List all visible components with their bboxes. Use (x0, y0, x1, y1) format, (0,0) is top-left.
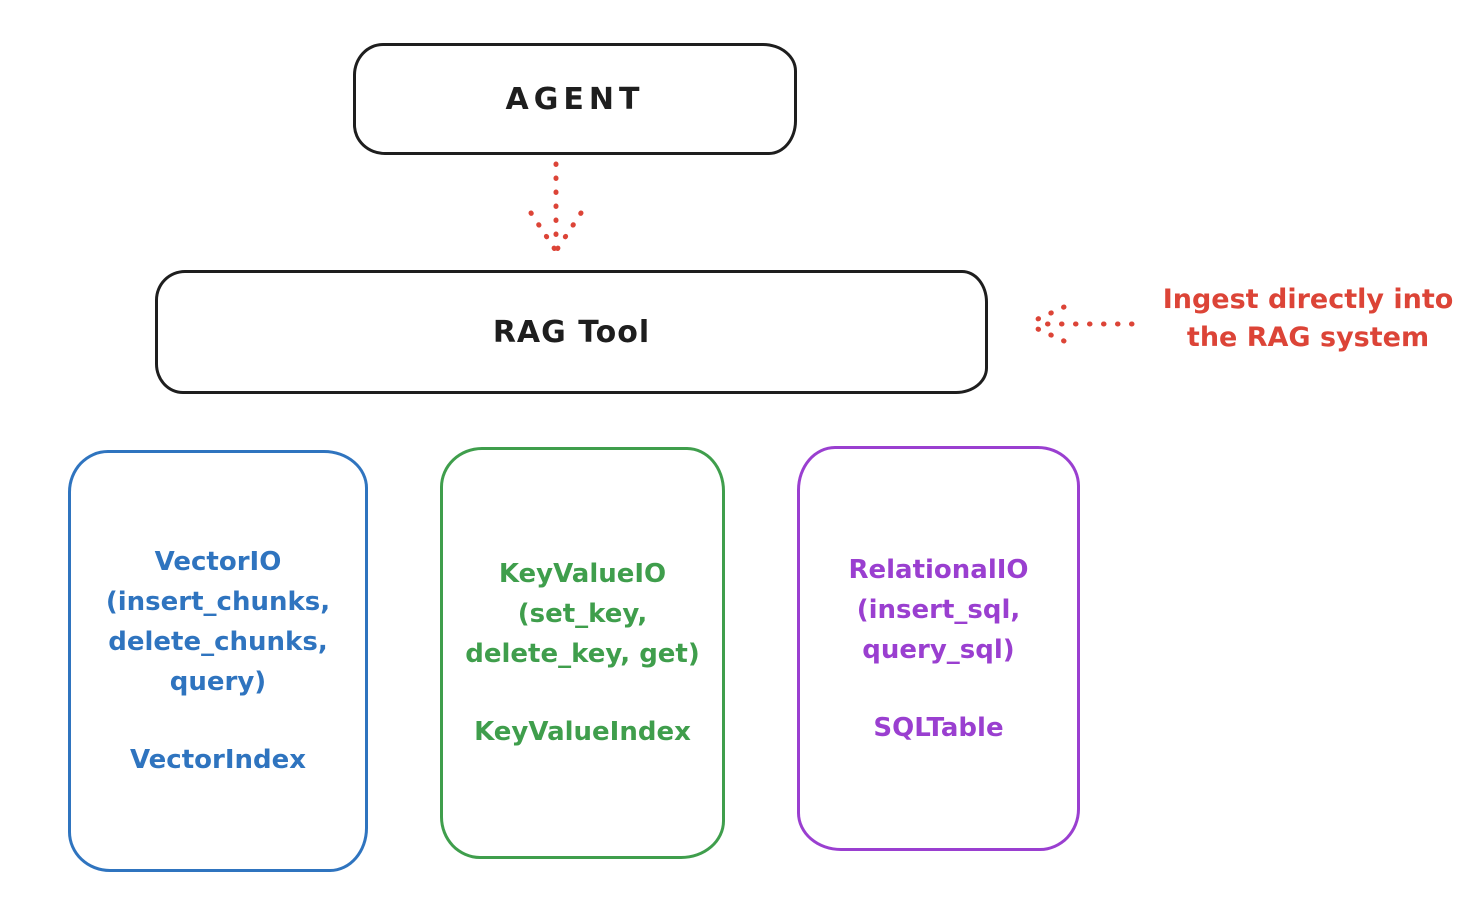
rag-tool-label: RAG Tool (492, 314, 651, 350)
agent-to-rag-arrow (528, 161, 584, 254)
storage-box-line: RelationalIO (848, 554, 1029, 585)
storage-box-line: (insert_chunks, (105, 587, 331, 617)
arrowhead-left (528, 210, 559, 254)
arrowhead-bottom (1024, 321, 1067, 344)
storage-box-index-label: KeyValueIndex (474, 717, 691, 747)
storage-box-line: delete_chunks, (108, 627, 328, 657)
keyvalue-io-node: KeyValueIO (set_key, delete_key, get) Ke… (440, 447, 725, 859)
ingest-annotation: Ingest directly into the RAG system (1138, 281, 1478, 357)
storage-box-index-label: SQLTable (873, 712, 1004, 743)
arrowhead-right (553, 210, 584, 254)
annotation-line: the RAG system (1186, 322, 1430, 353)
storage-box-line: (set_key, (517, 599, 648, 629)
agent-node: AGENT (353, 43, 797, 155)
arrowhead-top (1024, 304, 1067, 327)
storage-box-line: delete_key, get) (465, 639, 700, 669)
storage-box-line: KeyValueIO (498, 559, 667, 589)
relational-io-node: RelationalIO (insert_sql, query_sql) SQL… (797, 446, 1080, 851)
storage-box-line: VectorIO (154, 547, 282, 577)
vector-io-node: VectorIO (insert_chunks, delete_chunks, … (68, 450, 368, 872)
storage-box-index-label: VectorIndex (129, 745, 307, 775)
storage-box-line: (insert_sql, (856, 594, 1021, 625)
storage-box-line: query) (169, 667, 267, 697)
annotation-line: Ingest directly into (1162, 284, 1454, 315)
agent-label: AGENT (505, 81, 645, 117)
ingest-arrow (1024, 304, 1135, 344)
storage-box-line: query_sql) (862, 634, 1015, 665)
rag-tool-node: RAG Tool (155, 270, 988, 394)
